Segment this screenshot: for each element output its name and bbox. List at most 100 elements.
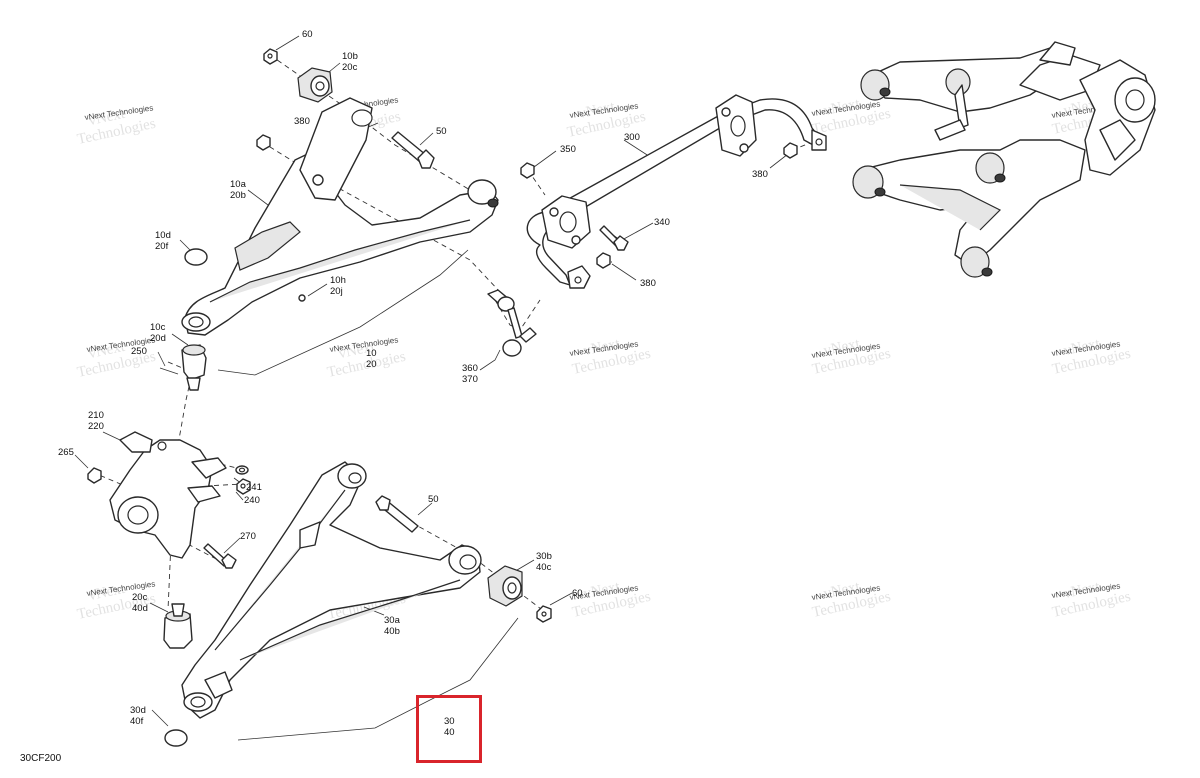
nut-hole [541,611,547,617]
callout-20: 20 [366,359,377,370]
assembled-hub-bore [1125,89,1145,111]
nut-hole [240,483,246,489]
svg-text:vNext: vNext [87,581,127,604]
svg-text:vNext: vNext [822,579,862,602]
callout-380: 380 [752,169,768,180]
callout-20b: 20b [230,190,246,201]
stabilizer-bar-end-hole [574,276,582,284]
knuckle-bolt-axis [91,471,131,489]
stabilizer-bar-end-hole [815,138,823,146]
link-stud-bottom [519,327,537,343]
callout-240: 240 [244,495,260,506]
knuckle-ball-joint-hole [157,441,167,451]
upper-rear-bushing-nut [487,198,499,208]
nut-hex [783,142,798,159]
nut-hex [596,252,611,269]
stabilizer-bar-body [526,98,821,286]
assembled-link [954,84,969,129]
callout-220: 220 [88,421,104,432]
washer-241 [235,465,249,475]
nut-240 [236,478,251,495]
bolt-head [87,467,102,484]
svg-text:vNext: vNext [87,106,127,129]
assembled-lower-arm-rib [899,184,1002,231]
svg-text:vNext: vNext [1062,579,1102,602]
callout-10: 10 [366,348,377,359]
nut-380-right [783,142,798,159]
knuckle-steering-arm [119,431,153,453]
nut-350 [520,162,535,179]
stabilizer-bracket-left [541,195,591,249]
callout-210: 210 [88,410,104,421]
link-eye-bottom [502,339,522,357]
nut-hex [256,134,271,151]
upper-ball-joint [181,344,207,391]
assembled-bushing-nut [874,187,886,197]
callout-380: 380 [294,116,310,127]
bracket-bore [730,115,746,137]
lower-a-arm-rib-rear [239,579,461,661]
bushing-bore [507,582,517,594]
callout-265: 265 [58,447,74,458]
svg-text:vNext: vNext [1062,336,1102,359]
upper-ball-joint-bore [188,316,204,328]
bracket-bore [559,211,577,233]
svg-text:vNext: vNext [577,99,617,122]
callout-60: 60 [572,588,583,599]
callout-30a: 30a [384,615,401,626]
svg-text:vNext: vNext [582,336,622,359]
upper-a-arm [181,97,499,336]
fitting-head [298,294,306,302]
upper-a-arm-body [184,147,499,336]
highlight-box[interactable] [416,695,482,763]
svg-text:vNext: vNext [822,96,862,119]
diagram-code: 30CF200 [20,753,62,764]
callout-30: 30 [444,716,455,727]
bracket-bolt-hole [571,235,581,245]
ball-joint-body [163,613,193,649]
callout-20c: 20c [132,592,148,603]
lower-rear-bushing [487,565,523,607]
svg-text:vNext: vNext [582,579,622,602]
knuckle-spindle-bore [127,505,149,525]
bolt-head [221,553,237,569]
lower-a-arm [181,461,482,719]
bolt-265 [87,467,102,484]
bolt-50-upper [391,131,435,169]
upper-rear-bushing-housing [467,179,497,205]
callout-50: 50 [428,494,439,505]
assembled-suspension [852,41,1156,278]
nut-380-upper [256,134,271,151]
link-axis [494,299,541,331]
lower-ball-joint [163,603,193,649]
lower-front-bushing-bore [348,472,362,484]
callout-20c: 20c [342,62,358,73]
stabilizer-link [487,289,537,357]
circlip-30d [164,729,188,747]
lower-rear-bushing-bore [459,554,477,570]
bolt-270 [203,543,237,569]
upper-bolt-axis [261,141,501,293]
bolt-head [613,235,629,251]
bracket-bolt-hole [739,143,749,153]
svg-text:vNext: vNext [337,339,377,362]
assembled-shock-mount [1039,41,1076,66]
callout-10c: 10c [150,322,166,333]
callout-270: 270 [240,531,256,542]
bolt-340 [599,225,629,251]
bushing-bore [315,81,325,91]
knuckle-brake-ear-bottom [187,485,221,503]
upper-front-bushing-bore [351,109,373,127]
callout-40: 40 [444,727,455,738]
nut-hole [267,53,273,59]
steering-knuckle [109,431,227,559]
callout-40d: 40d [132,603,148,614]
bolt-head [417,149,435,169]
upper-a-arm-gusset [234,221,301,271]
callout-10h: 10h [330,275,346,286]
nut-380-mid [596,252,611,269]
assembled-bushing-nut [981,267,993,277]
link-eye-top [497,296,515,312]
callout-30b: 30b [536,551,552,562]
cotter-pin-250 [159,367,179,375]
